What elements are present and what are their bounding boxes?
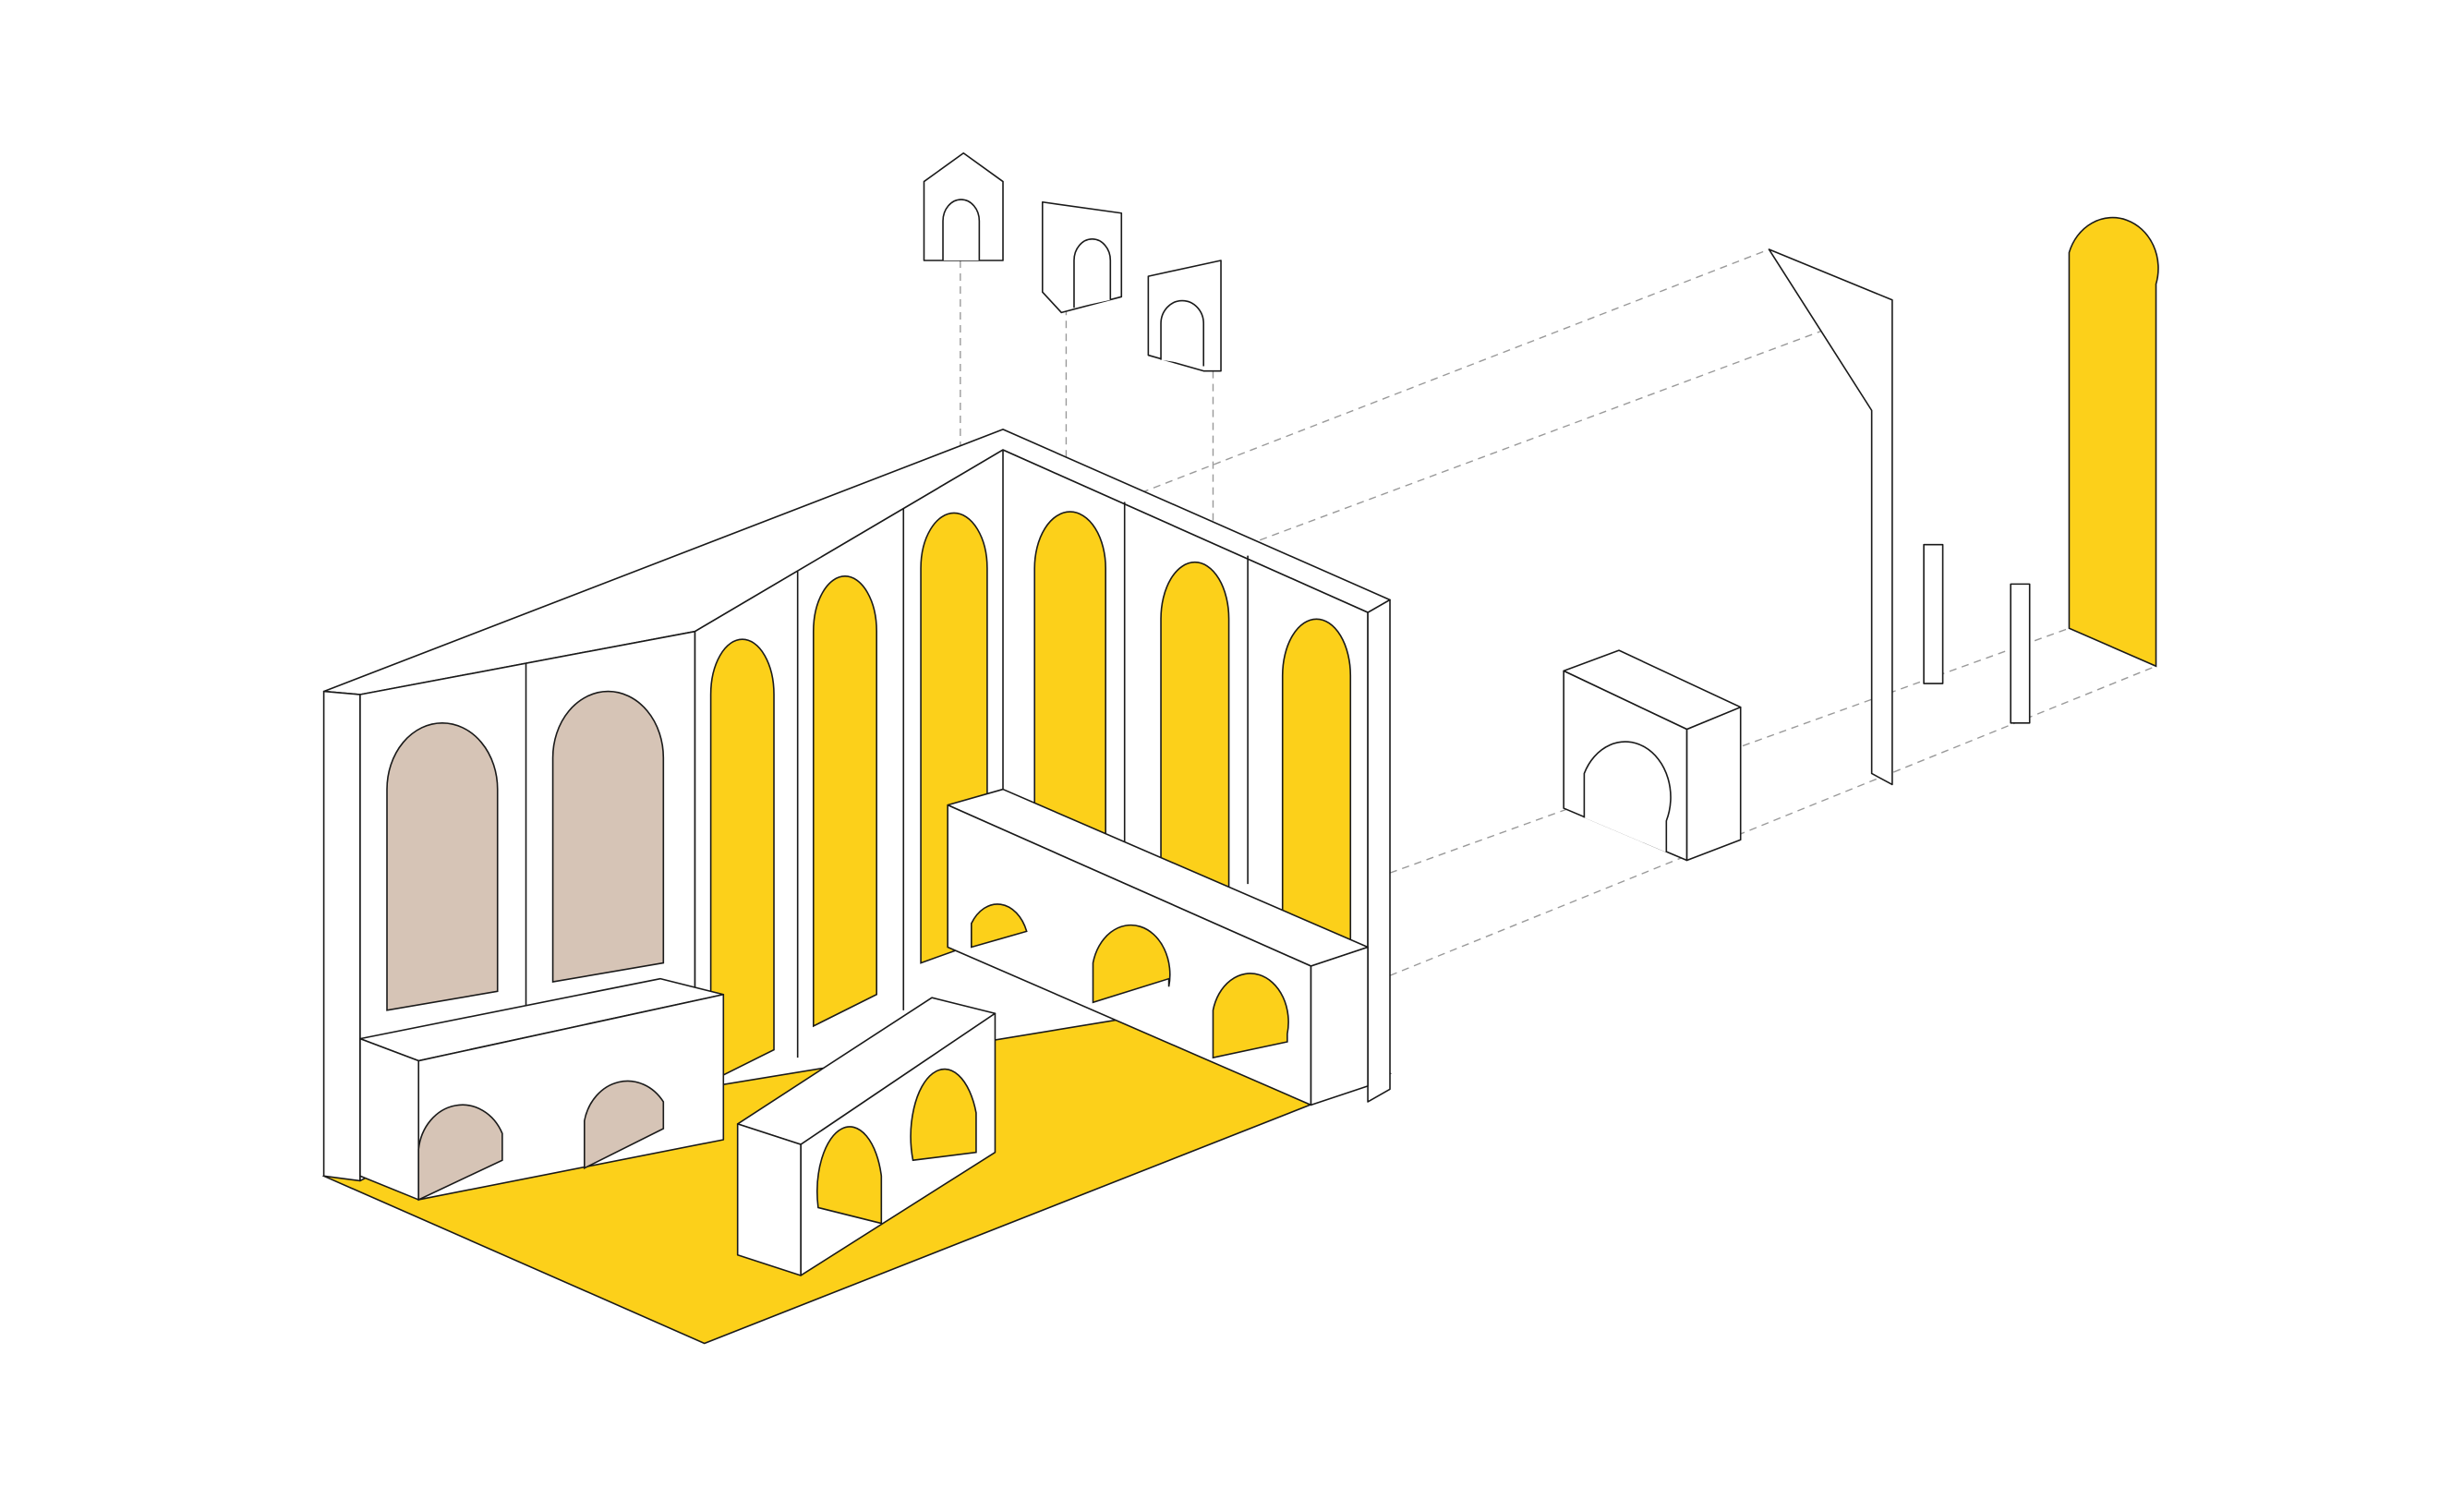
roof-module-3 (1148, 260, 1221, 371)
roof-module-2 (1043, 202, 1122, 313)
exploded-arch-frame (1769, 249, 1891, 784)
exploded-bench-module (1564, 650, 1741, 860)
roof-module-1 (924, 153, 1004, 260)
exploded-post (2011, 584, 2030, 722)
exploded-yellow-arch-panel (2069, 218, 2158, 667)
bench-middle (738, 997, 996, 1275)
wall-end (1368, 599, 1390, 1102)
bench-left (360, 979, 723, 1200)
arch-opening (387, 723, 498, 1010)
exploded-post (1924, 545, 1943, 683)
left-wall-edge (324, 692, 360, 1181)
arch-opening (553, 692, 664, 982)
bench-right (948, 790, 1368, 1106)
yellow-arches (711, 512, 1351, 1082)
